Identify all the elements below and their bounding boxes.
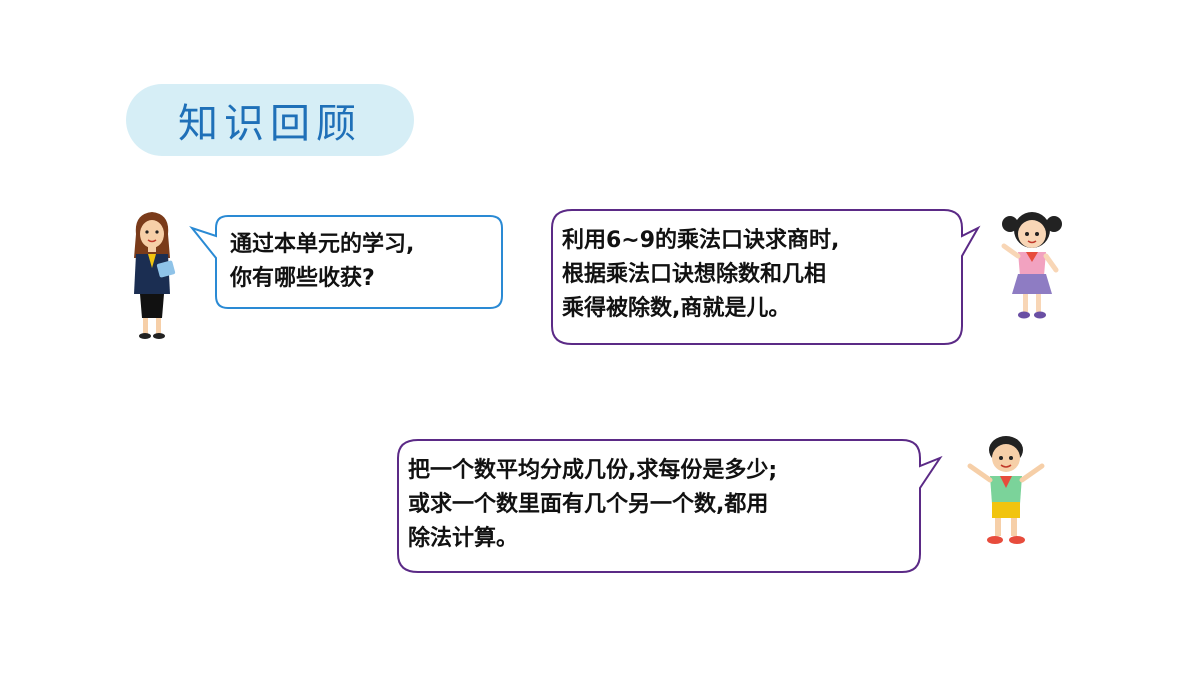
girl-speech-bubble [551, 209, 981, 345]
girl-character-illustration [1001, 212, 1062, 319]
section-title-pill: 知识回顾 [126, 84, 414, 156]
boy-speech-bubble [397, 439, 943, 573]
page-title: 知识回顾 [178, 101, 362, 147]
girl-answer-text: 利用6~9的乘法口诀求商时, 根据乘法口诀想除数和几相 乘得被除数,商就是儿。 [562, 228, 840, 321]
teacher-question-text: 通过本单元的学习, 你有哪些收获? [230, 232, 415, 291]
teacher-speech-bubble [189, 215, 503, 309]
boy-answer-text: 把一个数平均分成几份,求每份是多少; 或求一个数里面有几个另一个数,都用 除法计… [408, 458, 778, 551]
teacher-character-illustration [134, 212, 176, 339]
boy-character-illustration [967, 436, 1045, 544]
